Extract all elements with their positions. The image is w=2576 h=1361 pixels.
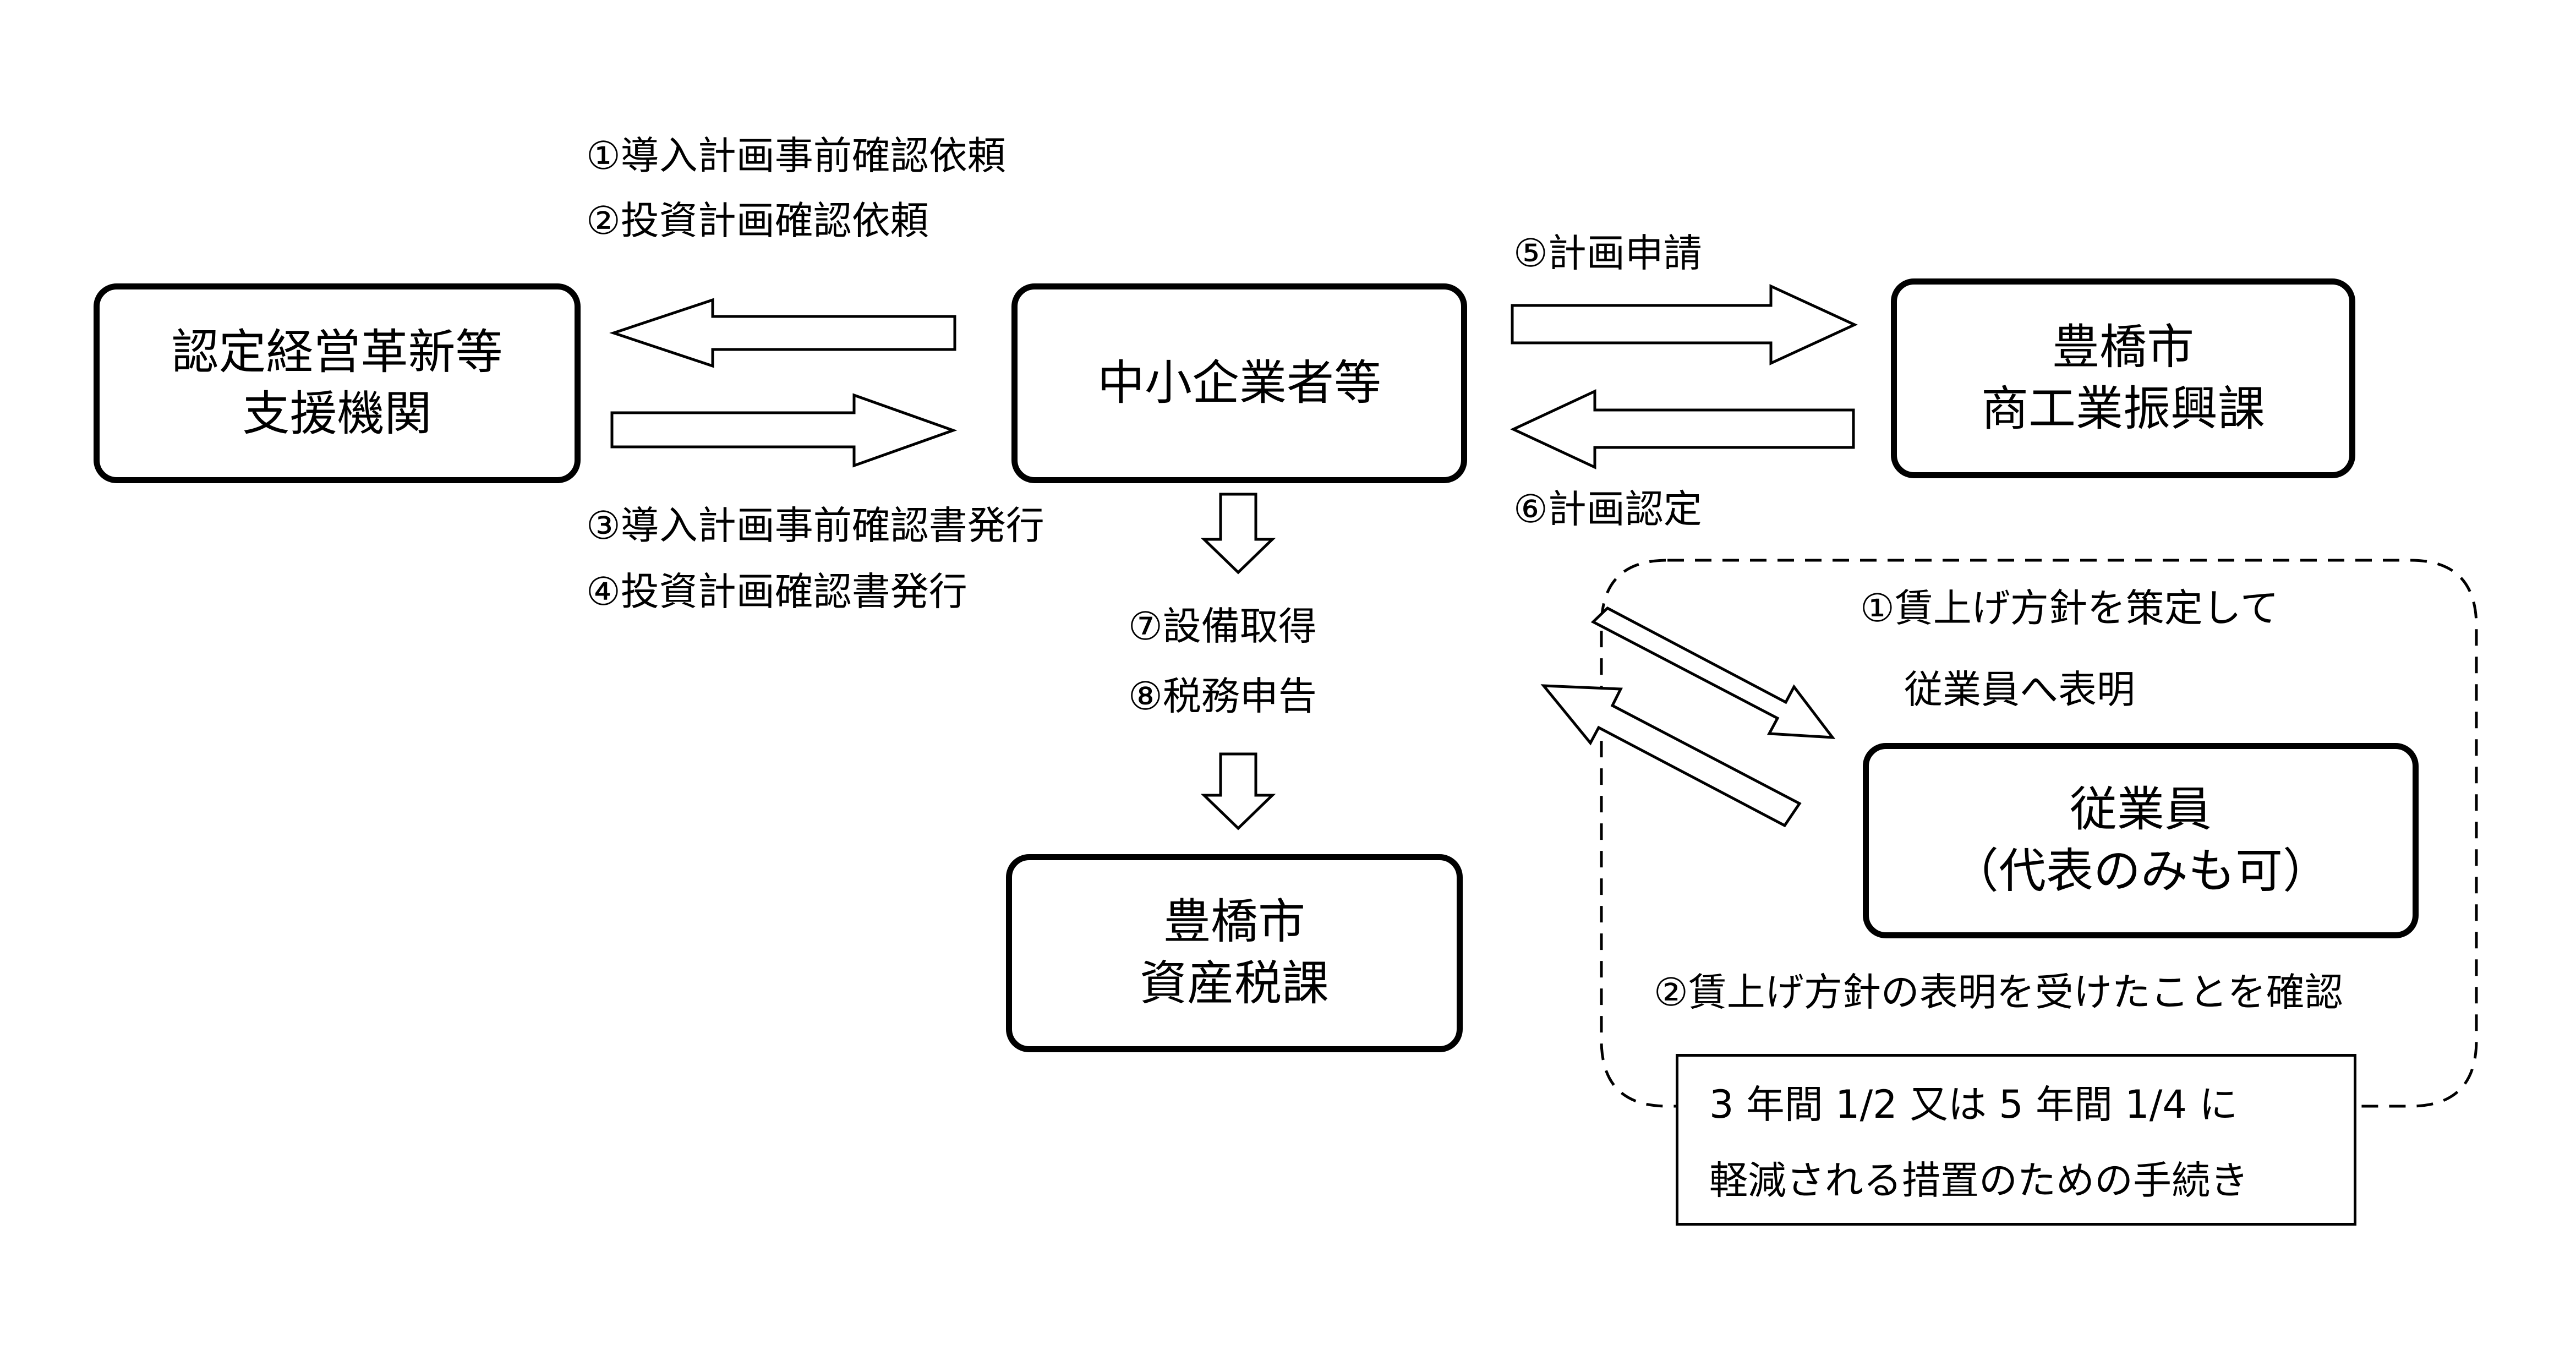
node-chusho: 中小企業者等: [1011, 283, 1467, 483]
label-wage-step1-line2: 従業員へ表明: [1904, 667, 2135, 712]
label-step4: ④投資計画確認書発行: [586, 569, 967, 614]
wage-policy-dashed-region: [1600, 559, 2478, 1108]
note-line2: 軽減される措置のための手続き: [1709, 1158, 2249, 1203]
label-step1: ①導入計画事前確認依頼: [586, 133, 1006, 178]
arrow-from-jugyoin: [1540, 684, 1802, 828]
label-wage-step1-line1: ①賃上げ方針を策定して: [1860, 586, 2279, 631]
node-shien: 認定経営革新等 支援機関: [94, 283, 581, 483]
node-jugyoin-line1: 従業員: [2070, 781, 2212, 837]
arrow-to-shoko: [1511, 284, 1858, 365]
label-step7: ⑦設備取得: [1128, 604, 1317, 649]
node-shoko-line2: 商工業振興課: [1981, 381, 2265, 436]
arrow-down-1: [1200, 493, 1276, 575]
node-shien-line1: 認定経営革新等: [171, 324, 503, 380]
label-step5: ⑤計画申請: [1513, 231, 1702, 276]
node-shoko: 豊橋市 商工業振興課: [1891, 278, 2355, 478]
arrow-down-2: [1200, 752, 1276, 830]
node-shien-line2: 支援機関: [242, 386, 432, 441]
node-shoko-line1: 豊橋市: [2052, 319, 2194, 375]
node-chusho-label: 中小企業者等: [1097, 355, 1381, 411]
label-wage-step2: ②賃上げ方針の表明を受けたことを確認: [1654, 970, 2343, 1015]
note-line1: 3 年間 1/2 又は 5 年間 1/4 に: [1709, 1082, 2238, 1127]
node-jugyoin: 従業員 （代表のみも可）: [1863, 743, 2419, 938]
node-jugyoin-line2: （代表のみも可）: [1951, 843, 2330, 899]
arrow-to-chusho-from-shoko: [1510, 389, 1855, 469]
arrow-to-jugyoin: [1590, 606, 1836, 739]
label-step6: ⑥計画認定: [1513, 487, 1702, 532]
label-step2: ②投資計画確認依頼: [586, 198, 929, 243]
arrow-to-chusho: [610, 393, 958, 468]
node-shisan-line2: 資産税課: [1140, 956, 1329, 1011]
reduction-note-box: 3 年間 1/2 又は 5 年間 1/4 に 軽減される措置のための手続き: [1676, 1054, 2356, 1226]
node-shisan-line1: 豊橋市: [1163, 894, 1305, 950]
arrow-to-shien: [609, 298, 956, 368]
label-step3: ③導入計画事前確認書発行: [586, 503, 1044, 548]
node-shisan: 豊橋市 資産税課: [1006, 854, 1463, 1052]
label-step8: ⑧税務申告: [1128, 674, 1317, 719]
